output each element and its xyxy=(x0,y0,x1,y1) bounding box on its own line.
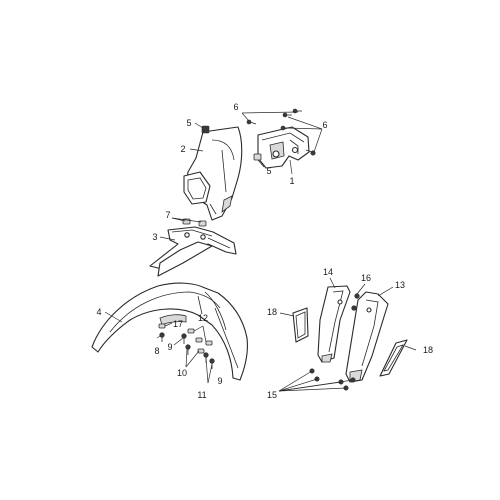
fork-guard-left xyxy=(317,285,351,363)
callout-7: 7 xyxy=(165,210,170,220)
headlight-bracket xyxy=(257,126,310,169)
fork-guard-right xyxy=(345,291,389,383)
callout-12: 12 xyxy=(198,313,208,323)
reflector-right xyxy=(379,339,408,377)
grommet-upper xyxy=(201,125,210,134)
fork-guard-bracket xyxy=(149,226,237,277)
mudguard-fastener-set xyxy=(158,323,215,369)
callout-labels: 1 2 3 4 5 5 6 6 7 8 9 9 10 11 12 13 14 1… xyxy=(96,102,433,400)
callout-1: 1 xyxy=(289,176,294,186)
callout-11: 11 xyxy=(197,390,206,400)
callout-5b: 5 xyxy=(266,166,271,176)
callout-6b: 6 xyxy=(322,120,327,130)
grommet-lower xyxy=(253,153,262,161)
callout-9b: 9 xyxy=(217,376,222,386)
headlight-fairing xyxy=(183,126,243,221)
callout-10: 10 xyxy=(177,368,187,378)
callout-9a: 9 xyxy=(167,342,172,352)
callout-17: 17 xyxy=(173,319,183,329)
callout-13: 13 xyxy=(395,280,405,290)
callout-16: 16 xyxy=(361,273,371,283)
callout-3: 3 xyxy=(152,232,157,242)
callout-5a: 5 xyxy=(186,118,191,128)
callout-6a: 6 xyxy=(233,102,238,112)
front-mudguard xyxy=(91,282,248,381)
leader-lines xyxy=(104,111,417,392)
callout-15: 15 xyxy=(267,390,277,400)
callout-18a: 18 xyxy=(267,307,277,317)
callout-14: 14 xyxy=(323,267,333,277)
callout-2: 2 xyxy=(180,144,185,154)
reflector-left xyxy=(292,307,309,343)
callout-4: 4 xyxy=(96,307,101,317)
callout-8: 8 xyxy=(154,346,159,356)
callout-18b: 18 xyxy=(423,345,433,355)
